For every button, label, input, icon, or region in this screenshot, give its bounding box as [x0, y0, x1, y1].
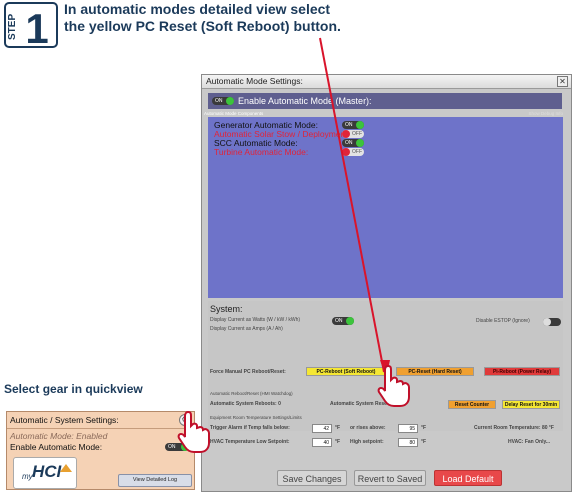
- component-row-scc: SCC Automatic Mode:: [214, 138, 298, 148]
- window-titlebar: Automatic Mode Settings: ✕: [202, 75, 571, 89]
- hvac-high-input[interactable]: 80: [398, 438, 418, 447]
- toggle-knob-icon: [342, 130, 350, 138]
- display-watts-label: Display Current as Watts (W / kW / kWh): [210, 317, 301, 323]
- component-label: Generator Automatic Mode:: [214, 120, 318, 130]
- current-room-temp: Current Room Temperature: 80 °F: [474, 425, 554, 431]
- step-instruction: In automatic modes detailed view select …: [64, 1, 341, 35]
- unit-label: °F: [335, 425, 341, 431]
- quickview-heading: Select gear in quickview: [4, 382, 143, 396]
- auto-reboot-section-label: Automatic Reboot/Reset (HMI Watchdog): [210, 391, 293, 396]
- toggle-text: ON: [335, 318, 343, 324]
- trigger-low-input[interactable]: 42: [312, 424, 332, 433]
- unit-label: °F: [421, 439, 427, 445]
- scc-toggle[interactable]: ON: [342, 139, 364, 147]
- master-toggle-row: ON Enable Automatic Mode (Master):: [208, 93, 562, 109]
- hand-cursor-icon: [377, 364, 410, 407]
- trigger-high-input[interactable]: 95: [398, 424, 418, 433]
- toggle-text: ON: [345, 122, 353, 128]
- component-row-generator: Generator Automatic Mode:: [214, 120, 318, 130]
- step-badge: STEP 1: [4, 2, 58, 48]
- watts-toggle[interactable]: ON: [332, 317, 354, 325]
- component-label: SCC Automatic Mode:: [214, 138, 298, 148]
- turbine-toggle[interactable]: OFF: [342, 148, 364, 156]
- toggle-knob-icon: [356, 121, 364, 129]
- reset-counter-button[interactable]: Reset Counter: [448, 400, 496, 409]
- svg-text:1: 1: [25, 5, 48, 48]
- view-detailed-log-button[interactable]: View Detailed Log: [118, 474, 192, 487]
- svg-text:STEP: STEP: [7, 14, 18, 40]
- force-reboot-label: Force Manual PC Reboot/Reset:: [210, 369, 286, 375]
- unit-label: °F: [335, 439, 341, 445]
- solar-toggle[interactable]: OFF: [342, 130, 364, 138]
- window-title: Automatic Mode Settings:: [206, 76, 303, 86]
- logo-text: HCI: [32, 462, 62, 481]
- toggle-knob-icon: [356, 139, 364, 147]
- high-setpoint-label: High setpoint:: [350, 439, 384, 445]
- master-toggle[interactable]: ON: [212, 97, 234, 105]
- show-debug-label[interactable]: Show Debug Info: [528, 111, 563, 116]
- logo-prefix: my: [22, 472, 33, 481]
- equipment-section-label: Equipment Room Temperature Settings/Limi…: [210, 415, 302, 420]
- component-label: Automatic Solar Stow / Deployment:: [214, 129, 351, 139]
- delay-reset-button[interactable]: Delay Reset for 30min: [502, 400, 560, 409]
- toggle-knob-icon: [342, 148, 350, 156]
- component-row-turbine: Turbine Automatic Mode:: [214, 147, 308, 157]
- components-panel: Generator Automatic Mode: ON Automatic S…: [208, 117, 563, 298]
- hvac-low-label: HVAC Temperature Low Setpoint:: [210, 439, 290, 445]
- toggle-text: OFF: [352, 131, 362, 137]
- auto-reboots-count: Automatic System Reboots: 0: [210, 401, 281, 407]
- toggle-text: ON: [168, 444, 176, 450]
- house-icon: [60, 464, 72, 472]
- toggle-knob-icon: [226, 97, 234, 105]
- divider: [7, 428, 194, 429]
- save-changes-button[interactable]: Save Changes: [277, 470, 347, 486]
- quickview-enable-label: Enable Automatic Mode:: [10, 442, 103, 452]
- hvac-status: HVAC: Fan Only...: [508, 439, 551, 445]
- system-title: System:: [210, 304, 243, 314]
- master-label: Enable Automatic Mode (Master):: [238, 96, 372, 106]
- components-label: Automatic Mode Components: [204, 111, 264, 116]
- revert-button[interactable]: Revert to Saved: [354, 470, 426, 486]
- hci-logo: my HCI: [13, 457, 77, 489]
- auto-resets-count: Automatic System Resets: 0: [330, 401, 398, 407]
- pc-hard-reset-button[interactable]: PC-Reset (Hard Reset): [396, 367, 474, 376]
- trigger-low-label: Trigger Alarm if Temp falls below:: [210, 425, 290, 431]
- quickview-title: Automatic / System Settings:: [10, 415, 119, 425]
- component-label: Turbine Automatic Mode:: [214, 147, 309, 157]
- instruction-line-1: In automatic modes detailed view select: [64, 1, 331, 17]
- display-amps-label: Display Current as Amps (A / Ah): [210, 326, 283, 332]
- hand-cursor-icon: [177, 410, 210, 453]
- master-toggle-text: ON: [215, 98, 223, 104]
- close-icon[interactable]: ✕: [557, 76, 568, 87]
- hvac-low-input[interactable]: 40: [312, 438, 332, 447]
- toggle-knob-icon: [346, 317, 354, 325]
- toggle-text: OFF: [352, 149, 362, 155]
- disable-estop-label: Disable ESTOP (Ignore): [476, 318, 530, 324]
- instruction-line-2: the yellow PC Reset (Soft Reboot) button…: [64, 18, 341, 34]
- equipment-temp-section: Equipment Room Temperature Settings/Limi…: [208, 415, 563, 455]
- estop-toggle[interactable]: [543, 318, 561, 326]
- toggle-knob-icon: [543, 318, 551, 326]
- or-rises-label: or rises above:: [350, 425, 386, 431]
- unit-label: °F: [421, 425, 427, 431]
- pi-reboot-button[interactable]: Pi-Reboot (Power Relay): [484, 367, 560, 376]
- quickview-mode-status: Automatic Mode: Enabled: [10, 431, 108, 441]
- toggle-text: ON: [345, 140, 353, 146]
- generator-toggle[interactable]: ON: [342, 121, 364, 129]
- component-row-solar: Automatic Solar Stow / Deployment:: [214, 129, 350, 139]
- load-default-button[interactable]: Load Default: [434, 470, 502, 486]
- red-arrow-line: [319, 37, 385, 373]
